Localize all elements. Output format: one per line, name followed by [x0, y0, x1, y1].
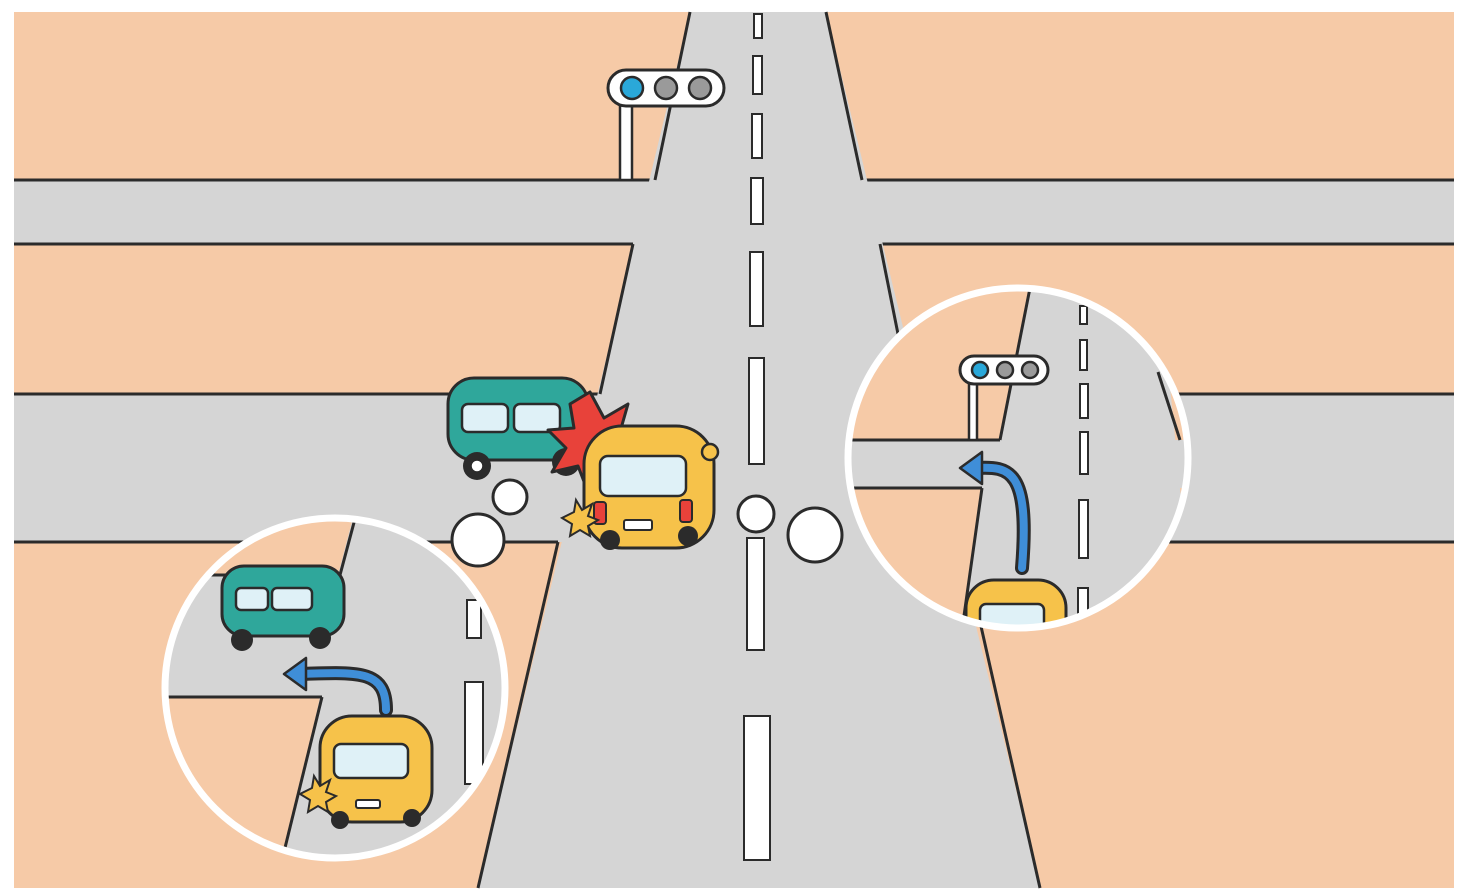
right-inset [844, 284, 1192, 632]
turn-arrow-icon [972, 463, 1028, 572]
traffic-light-icon [606, 68, 726, 182]
turn-arrow-icon [296, 669, 390, 714]
thought-bubble-left [450, 478, 529, 568]
teal-car [446, 376, 590, 480]
center-lane-markings [743, 13, 771, 861]
left-inset [161, 514, 509, 862]
yellow-car [559, 424, 720, 550]
thought-bubble-right [736, 494, 844, 564]
